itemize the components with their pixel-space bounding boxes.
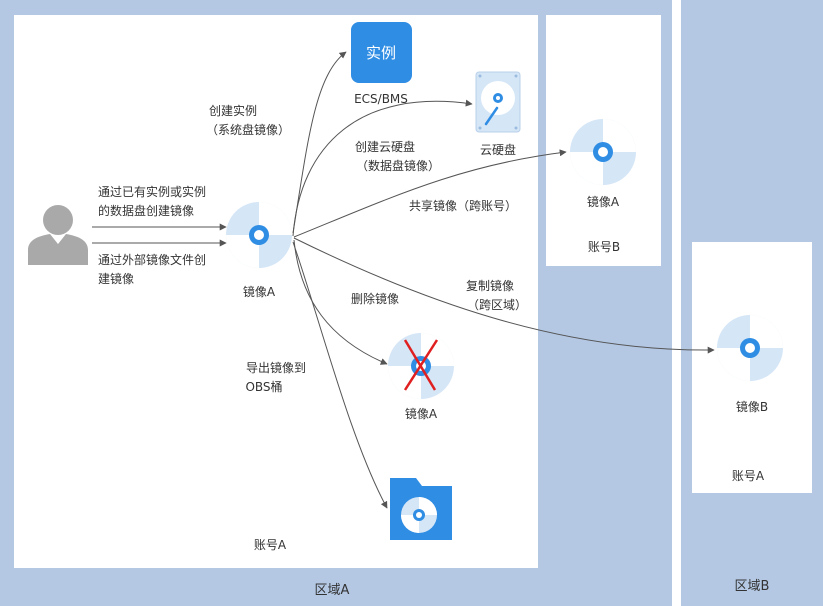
replicate-label-line2: （跨区域） [467,298,527,312]
evs-label: 云硬盘 [480,142,516,157]
source-external-line2: 建镜像 [98,271,134,286]
share-image-label: 共享镜像（跨账号） [409,198,517,213]
instance-icon-text: 实例 [366,44,396,62]
arrow-share-image [293,149,567,238]
shared-image-label: 镜像A [587,194,620,209]
replicated-image-label: 镜像B [736,399,768,414]
arrow-create-instance [292,51,347,234]
replicate-label-line1: 复制镜像 [466,278,514,293]
region-b-label: 区域B [735,579,770,594]
source-instance-line2: 的数据盘创建镜像 [98,203,194,218]
create-instance-label-line2: （系统盘镜像） [206,122,290,137]
create-evs-label-line2: （数据盘镜像） [356,158,440,173]
create-evs-label-line1: 创建云硬盘 [355,139,415,154]
arrow-create-evs [292,99,473,237]
region-a-label: 区域A [315,583,350,598]
arrow-replicate-image [293,237,715,354]
export-label-line1: 导出镜像到 [246,360,306,375]
region-b-account-a-label: 账号A [732,469,765,483]
evs-disk-icon [475,71,521,133]
account-a-label: 账号A [254,538,287,552]
create-instance-label-line1: 创建实例 [209,103,257,118]
shared-image-disc-icon [570,119,636,185]
center-image-label: 镜像A [243,284,276,299]
instance-label: ECS/BMS [354,92,408,106]
account-b-label: 账号B [588,240,620,254]
source-external-line1: 通过外部镜像文件创 [98,252,206,267]
center-image-disc-icon [226,202,292,268]
delete-cross-icon [403,339,439,391]
source-instance-line1: 通过已有实例或实例 [98,184,206,199]
deleted-image-label: 镜像A [405,406,438,421]
delete-image-label: 删除镜像 [351,291,399,306]
account-a-panel [14,15,538,568]
replicated-image-disc-icon [717,315,783,381]
instance-icon: 实例 [351,22,412,83]
export-label-line2: OBS桶 [245,379,282,394]
arrow-export-image [292,241,388,509]
user-icon [28,205,88,265]
arrow-delete-image [293,239,388,365]
obs-folder-icon [390,478,452,540]
